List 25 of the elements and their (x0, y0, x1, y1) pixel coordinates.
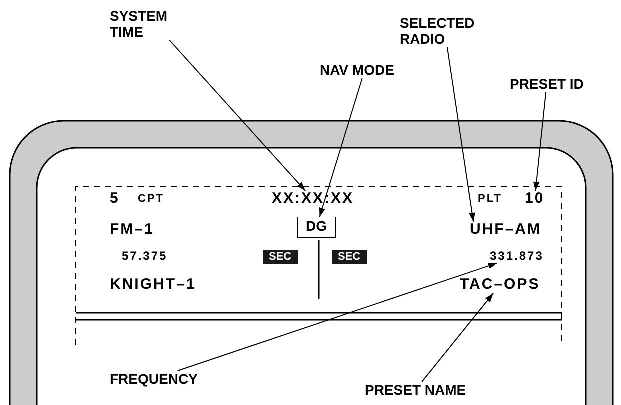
status-tag: SEC (332, 250, 367, 264)
status-tag: SEC (263, 250, 298, 264)
display-readout: 10 (525, 191, 545, 208)
callout-label: SYSTEM TIME (110, 8, 200, 40)
display-readout: PLT (478, 193, 502, 206)
display-readout: FM–1 (110, 222, 154, 238)
callout-label: PRESET NAME (365, 382, 466, 398)
display-readout: 5 (110, 191, 120, 208)
mode-indicator: DG (297, 217, 336, 238)
callout-label: PRESET ID (510, 76, 584, 92)
leader-line (177, 262, 498, 372)
display-readout: 331.873 (490, 250, 544, 264)
display-readout: TAC–OPS (460, 277, 540, 294)
display-readout: CPT (138, 193, 164, 206)
leader-line (446, 46, 476, 222)
callout-label: NAV MODE (320, 62, 410, 78)
display-readout: 57.375 (122, 250, 168, 264)
callout-label: FREQUENCY (110, 371, 198, 388)
leader-line (169, 40, 306, 192)
leader-line (534, 92, 547, 192)
leader-line (422, 293, 494, 382)
leader-line (319, 78, 363, 218)
display-readout: KNIGHT–1 (110, 277, 196, 294)
callout-label: SELECTED RADIO (400, 15, 490, 48)
display-readout: UHF–AM (470, 222, 542, 238)
